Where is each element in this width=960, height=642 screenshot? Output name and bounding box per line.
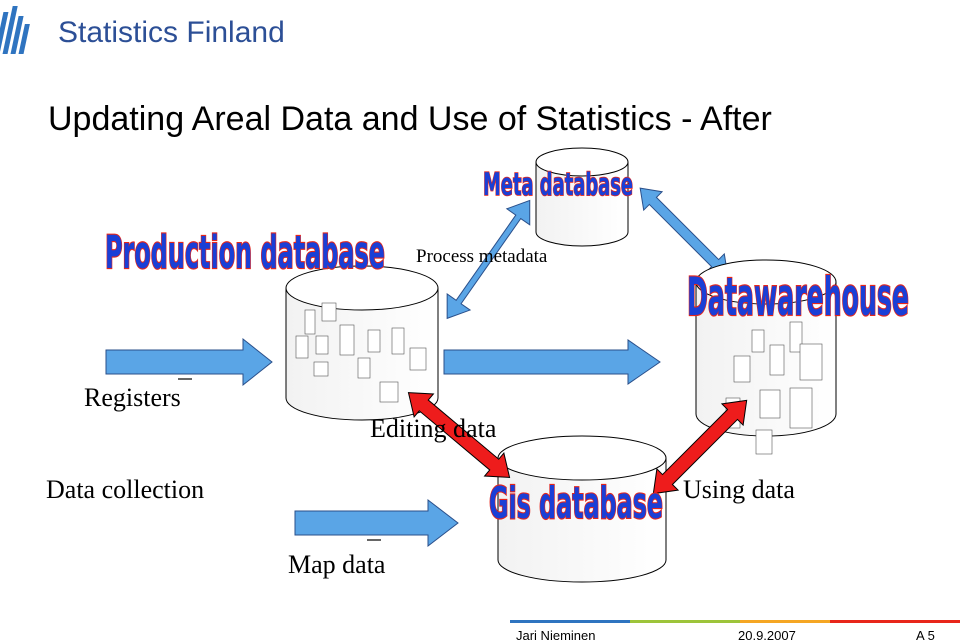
footer-date: 20.9.2007 [738, 628, 796, 642]
registers-arrow [105, 337, 273, 387]
gis-database-cylinder [497, 435, 667, 583]
datawarehouse-cylinder [695, 259, 837, 455]
footer-author: Jari Nieminen [516, 628, 595, 642]
logo-text: Statistics Finland [58, 16, 285, 49]
data-collection-label: Data collection [46, 475, 204, 504]
footer-color-bar [510, 620, 960, 623]
gis-database-label: Gis database [489, 477, 663, 528]
schema-tables-icon [295, 302, 427, 403]
using-data-arrow [652, 399, 748, 495]
meta-database-label: Meta database [483, 168, 633, 203]
slide-title: Updating Areal Data and Use of Statistic… [48, 100, 772, 138]
statistics-finland-logo: Statistics Finland [0, 6, 285, 54]
using-data-label: Using data [683, 475, 795, 504]
meta-database-cylinder [535, 147, 629, 247]
datawarehouse-label: Datawarehouse [687, 267, 909, 328]
production-database-cylinder [285, 265, 439, 421]
map-data-label: Map data [288, 550, 386, 579]
map-data-arrow [294, 498, 459, 548]
production-to-datawarehouse-arrow [443, 339, 661, 385]
production-database-label: Production database [105, 228, 385, 280]
logo-bars-icon [0, 6, 30, 54]
registers-label: Registers [84, 383, 181, 412]
editing-data-arrow [407, 392, 511, 478]
process-metadata-arrow [446, 199, 531, 320]
process-metadata-label: Process metadata [416, 246, 548, 267]
editing-data-label: Editing data [370, 414, 497, 443]
footer-slide-id: A 5 [916, 628, 935, 642]
